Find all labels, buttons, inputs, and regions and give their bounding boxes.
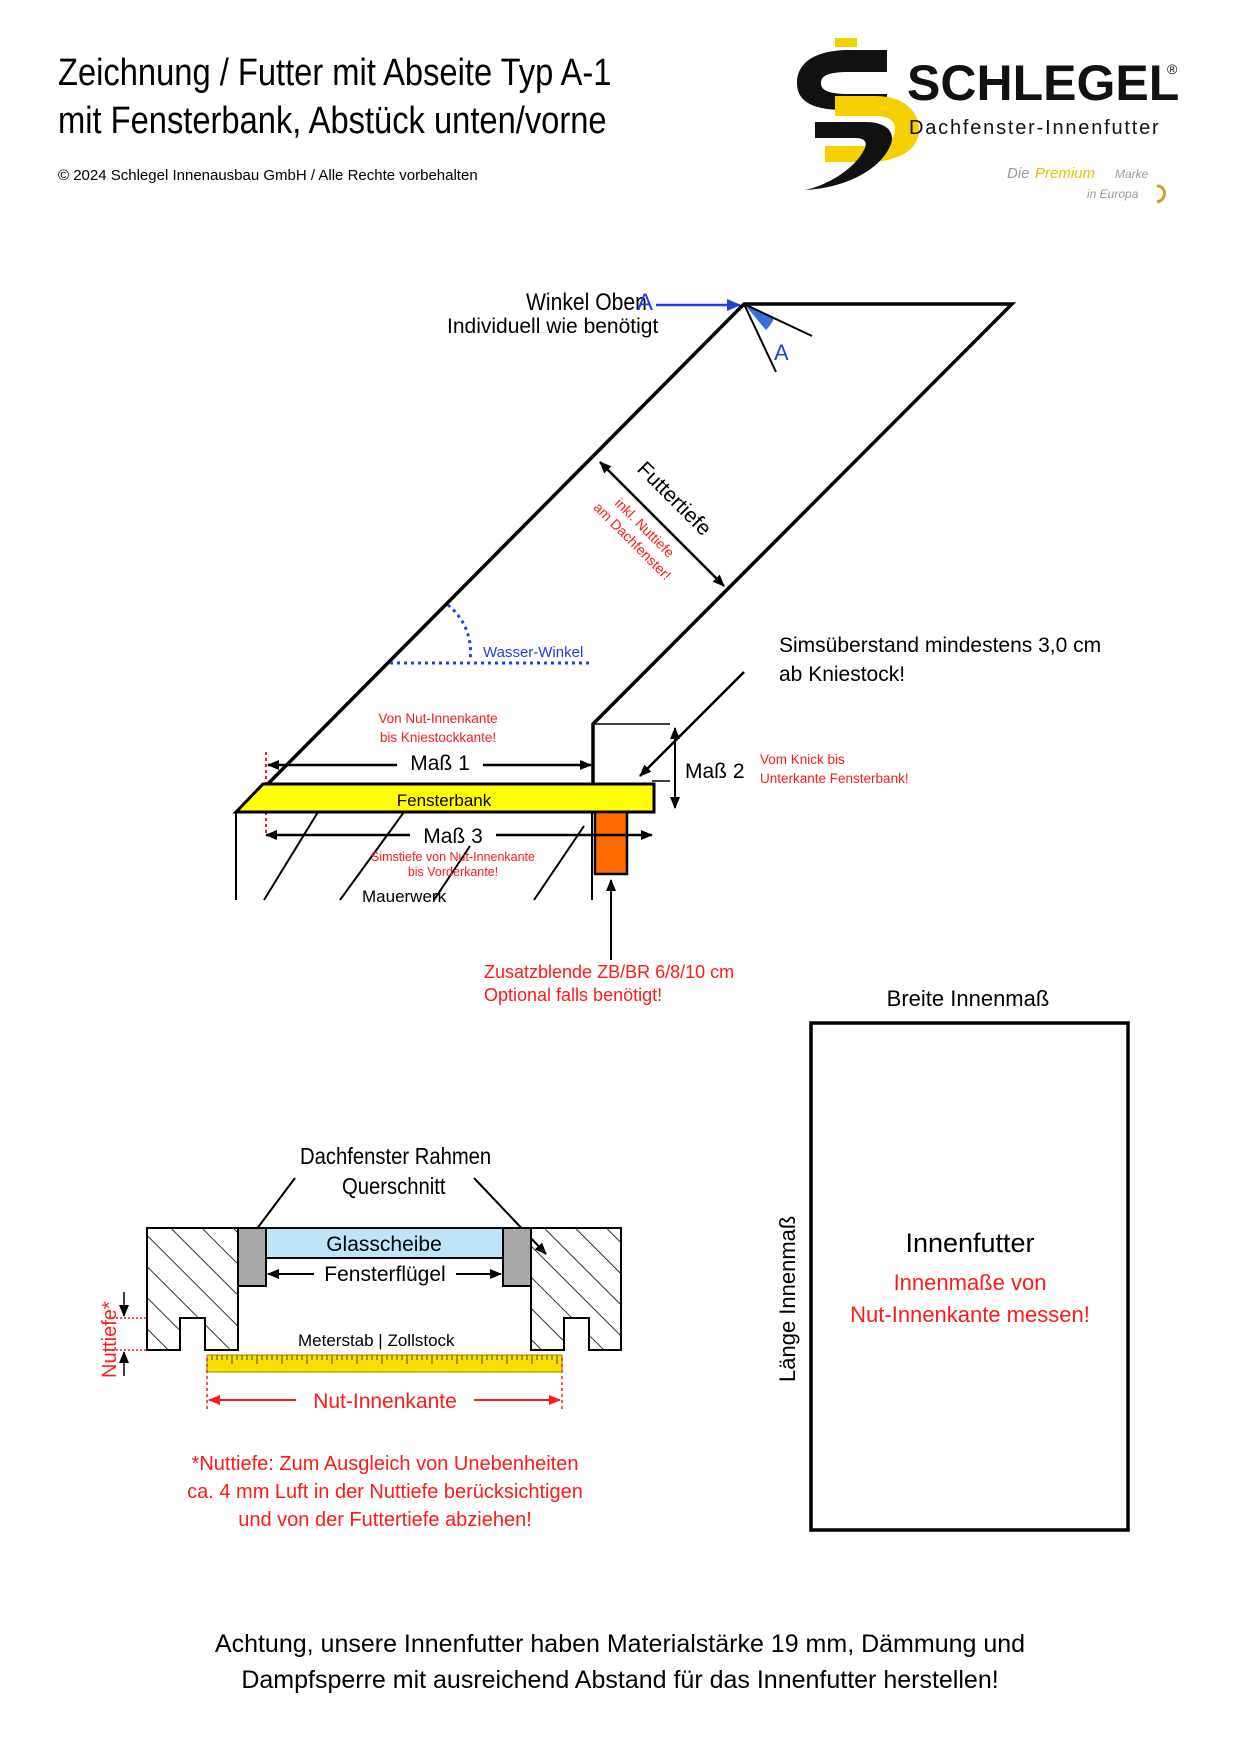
frame-cross-section: Dachfenster Rahmen Querschnitt Glasschei… — [99, 1143, 622, 1531]
fensterfluegel-label: Fensterflügel — [324, 1263, 445, 1286]
nuttiefe-note-line2: ca. 4 mm Luft in der Nuttiefe berücksich… — [187, 1481, 583, 1503]
zusatz-line2: Optional falls benötigt! — [484, 985, 662, 1005]
meterstab-label: Meterstab | Zollstock — [298, 1331, 455, 1350]
fensterbank-sill — [232, 782, 656, 814]
zusatz-line1: Zusatzblende ZB/BR 6/8/10 cm — [484, 962, 734, 982]
fensterbank-label: Fensterbank — [397, 791, 492, 810]
rahmen-line2: Querschnitt — [342, 1173, 445, 1200]
sims-arrow — [639, 671, 745, 777]
schlegel-logo: SCHLEGEL ® Dachfenster-Innenfutter Die P… — [797, 38, 1179, 204]
nut-innenkante-label: Nut-Innenkante — [313, 1390, 457, 1413]
footer-line1: Achtung, unsere Innenfutter haben Materi… — [214, 1630, 1026, 1658]
page-title-line1: Zeichnung / Futter mit Abseite Typ A-1 — [58, 52, 612, 94]
nuttiefe-side-label: Nuttiefe* — [99, 1301, 121, 1378]
ruler — [206, 1354, 563, 1373]
mass3-note-2: bis Vorderkante! — [408, 865, 498, 879]
wasser-winkel-arc — [447, 603, 473, 661]
mass3-note-1: Simstiefe von Nut-Innenkante — [371, 850, 535, 864]
logo-brand: SCHLEGEL — [907, 55, 1179, 111]
mauerwerk-hatching — [235, 811, 593, 901]
futtertiefe-arrow — [599, 461, 725, 587]
slogan-europa: in Europa — [1087, 187, 1139, 201]
slogan-premium: Premium — [1035, 165, 1095, 182]
wasser-winkel-label: Wasser-Winkel — [483, 644, 583, 661]
mass2-note-1: Vom Knick bis — [760, 752, 845, 767]
winkel-oben-label: Winkel Oben — [526, 289, 647, 316]
sims-line2: ab Kniestock! — [779, 663, 905, 686]
frame-right — [530, 1227, 622, 1351]
laenge-label: Länge Innenmaß — [775, 1216, 800, 1382]
innenfutter-note-2: Nut-Innenkante messen! — [850, 1302, 1090, 1327]
logo-subtitle: Dachfenster-Innenfutter — [909, 117, 1161, 139]
lining-outline — [238, 302, 1017, 814]
glasscheibe-label: Glasscheibe — [326, 1233, 442, 1256]
frame-left — [146, 1227, 239, 1351]
slogan-marke: Marke — [1115, 167, 1149, 181]
rahmen-line1: Dachfenster Rahmen — [300, 1143, 491, 1170]
mauerwerk-label: Mauerwerk — [362, 887, 447, 906]
footer-line2: Dampfsperre mit ausreichend Abstand für … — [241, 1666, 999, 1694]
winkel-oben-a: A — [637, 289, 653, 316]
innenfutter-note-1: Innenmaße von — [894, 1270, 1047, 1295]
mass2-label: Maß 2 — [685, 760, 745, 783]
reveal-section-diagram: A Winkel Oben A Individuell wie benötigt… — [232, 289, 1101, 1005]
innenfutter-box-diagram: Breite Innenmaß Länge Innenmaß Innenfutt… — [775, 986, 1130, 1532]
copyright-notice: © 2024 Schlegel Innenausbau GmbH / Alle … — [58, 167, 478, 184]
innenfutter-box — [809, 1021, 1130, 1532]
logo-mark-icon — [797, 38, 919, 190]
sims-line1: Simsüberstand mindestens 3,0 cm — [779, 634, 1101, 657]
logo-registered: ® — [1167, 61, 1178, 77]
breite-label: Breite Innenmaß — [887, 986, 1050, 1011]
zusatzblende-block — [593, 810, 629, 876]
page-title-line2: mit Fensterbank, Abstück unten/vorne — [58, 100, 607, 142]
mass3-label: Maß 3 — [423, 825, 483, 848]
nuttiefe-note-line1: *Nuttiefe: Zum Ausgleich von Unebenheite… — [192, 1453, 579, 1475]
mass2-note-2: Unterkante Fensterbank! — [760, 771, 909, 786]
mass1-note-2: bis Kniestockkante! — [380, 730, 496, 745]
individuell-label: Individuell wie benötigt — [447, 315, 658, 338]
mass1-label: Maß 1 — [410, 752, 470, 775]
nuttiefe-note-line3: und von der Futtertiefe abziehen! — [238, 1509, 532, 1531]
slogan-swirl-icon — [1156, 184, 1166, 204]
angle-a-wedge — [744, 304, 774, 330]
mass1-note-1: Von Nut-Innenkante — [378, 711, 497, 726]
slogan-die: Die — [1007, 165, 1030, 182]
sash-right — [502, 1227, 532, 1287]
glass-pane — [265, 1227, 504, 1259]
angle-a-label: A — [774, 340, 789, 365]
innenfutter-title: Innenfutter — [905, 1228, 1034, 1258]
sash-left — [237, 1227, 267, 1287]
